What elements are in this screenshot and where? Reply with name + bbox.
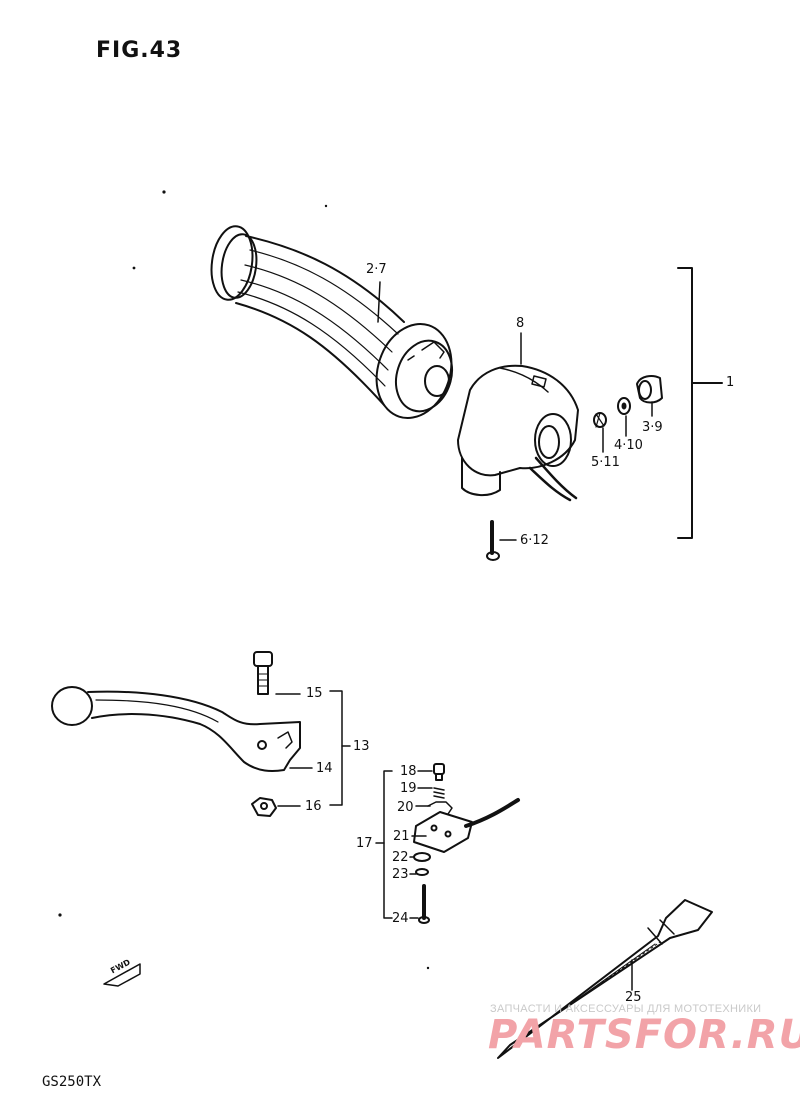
callout-17: 17 [356,836,373,851]
callout-21: 21 [393,829,410,844]
callout-20: 20 [397,800,414,815]
scan-specks [58,190,430,970]
figure-title: FIG.43 [96,38,183,63]
callout-13: 13 [353,739,370,754]
leader-lines-lever [275,690,351,807]
watermark-logo: PARTSFOR.RU [488,1012,800,1058]
callout-19: 19 [400,781,417,796]
callout-2-7: 2·7 [366,262,387,277]
callout-14: 14 [316,761,333,776]
lever-nut [251,797,277,817]
model-code: GS250TX [42,1074,102,1090]
leader-lines-top [377,281,653,541]
callout-23: 23 [392,867,409,882]
cable-adjuster-parts [593,375,663,428]
watermark-tagline: ЗАПЧАСТИ И АКСЕССУАРЫ ДЛЯ МОТОТЕХНИКИ [490,1003,762,1015]
callout-18: 18 [400,764,417,779]
forward-arrow-icon [103,963,141,987]
housing-screw [486,520,500,561]
callout-15: 15 [306,686,323,701]
callout-4-10: 4·10 [614,438,643,453]
callout-22: 22 [392,850,409,865]
callout-8: 8 [516,316,525,331]
throttle-grip [210,225,453,419]
callout-16: 16 [305,799,322,814]
switch-housing [457,364,579,502]
callout-1: 1 [726,375,735,390]
callout-5-11: 5·11 [591,455,620,470]
callout-24: 24 [392,911,409,926]
assembly-bracket-1 [677,267,723,539]
callout-25: 25 [625,990,642,1005]
callout-6-12: 6·12 [520,533,549,548]
lever-pivot-bolt [253,651,273,695]
cable-tie [497,899,713,1059]
leader-lines-switch-parts [375,770,433,919]
callout-3-9: 3·9 [642,420,663,435]
front-brake-lever [51,686,301,772]
